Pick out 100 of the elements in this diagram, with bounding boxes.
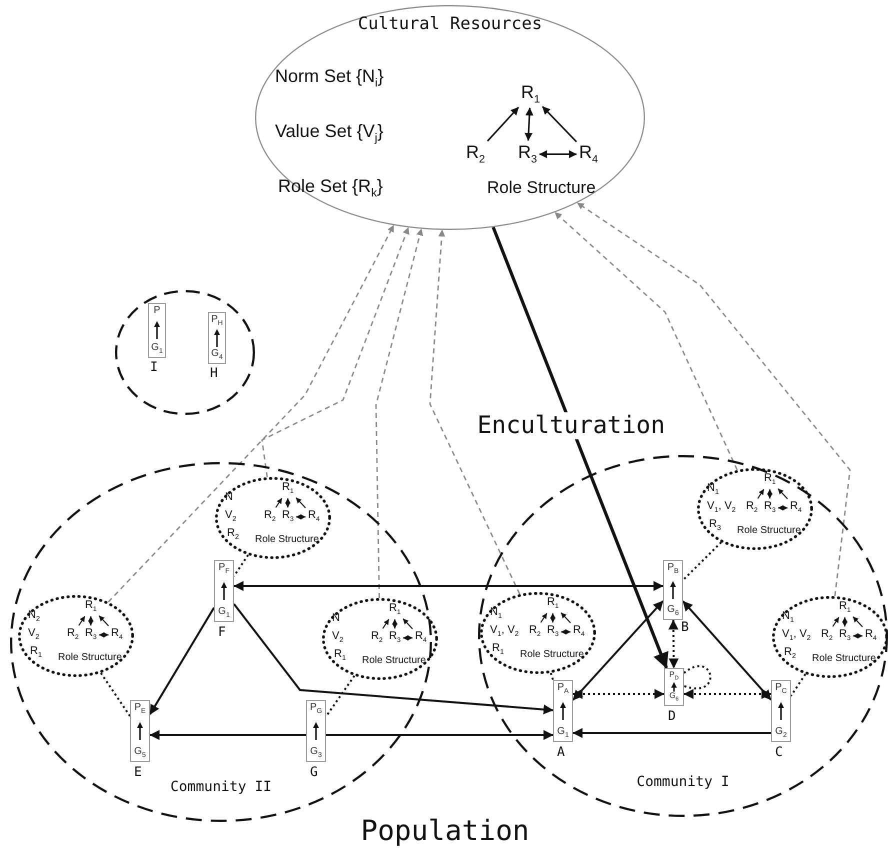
person-label: P$_{H}$ — [211, 315, 223, 327]
person-label: P$_{A}$ — [557, 683, 569, 695]
structure-label: Role Structure — [487, 179, 596, 198]
arrow — [539, 150, 577, 158]
goal-label: G$_{1}$ — [557, 727, 569, 739]
role-label: R$_{2}$ — [820, 628, 834, 644]
goal-label: G$_{2}$ — [775, 727, 787, 739]
arrow — [392, 619, 398, 629]
arrow — [524, 108, 534, 141]
dashed-arrow — [375, 228, 424, 598]
arrow — [560, 612, 571, 624]
arrow — [842, 617, 848, 627]
resource-ellipse — [255, 5, 645, 230]
role-label: R$_{4}$ — [572, 624, 586, 640]
dashed-arrow — [684, 689, 772, 699]
person-box — [214, 560, 234, 622]
arrow — [542, 106, 578, 142]
person-box — [148, 303, 166, 358]
arrow — [560, 629, 571, 635]
person-label: P$_{G}$ — [310, 703, 322, 715]
box-letter: A — [557, 746, 565, 759]
box-letter: H — [210, 367, 218, 380]
ellipse-title: Cultural Resources — [358, 15, 542, 34]
arrow — [832, 617, 840, 627]
dotted-connector — [233, 554, 249, 577]
role-label: R$_{3}$ — [838, 628, 852, 644]
set-label: V$_{2}$ — [332, 630, 344, 646]
arrow — [296, 514, 306, 520]
arrow — [572, 600, 664, 701]
role-label: R$_{4}$ — [578, 142, 600, 166]
dashed-arrow — [576, 202, 851, 596]
set-label: R$_{3}$ — [709, 518, 721, 534]
dashed-arrow — [554, 212, 738, 470]
goal-label: G$_{6}$ — [669, 692, 679, 703]
structure-label: Role Structure — [520, 649, 584, 660]
dotted-connector — [682, 542, 722, 581]
community-label: Community I — [636, 775, 730, 790]
set-label: V$_{1}$, V$_{2}$ — [782, 628, 811, 644]
arrow — [233, 603, 554, 714]
role-label: R$_{3}$ — [763, 500, 777, 516]
role-label: R$_{2}$ — [263, 509, 277, 525]
arrow — [88, 616, 94, 626]
person-box — [771, 680, 791, 742]
role-label: R$_{4}$ — [110, 627, 124, 643]
box-letter: D — [668, 710, 676, 723]
role-label: R$_{1}$ — [281, 481, 295, 497]
set-label: Value Set {V$_{j}$} — [275, 122, 384, 146]
community-ellipse — [478, 455, 888, 817]
role-label: R$_{2}$ — [66, 627, 80, 643]
person-label: P$_{D}$ — [669, 671, 679, 682]
role-bubble — [480, 592, 596, 674]
dashed-arrow — [668, 620, 679, 668]
structure-label: Role Structure — [362, 655, 426, 666]
arrow — [852, 633, 863, 639]
arrow — [682, 600, 772, 700]
structure-label: Role Structure — [812, 653, 876, 664]
dotted-connector — [790, 674, 806, 696]
structure-label: Role Structure — [737, 525, 801, 536]
dashed-arrow — [108, 224, 394, 602]
person-box — [664, 668, 684, 706]
person-label: P$_{C}$ — [775, 683, 787, 695]
role-bubble — [322, 598, 438, 680]
goal-label: G$_{1}$ — [151, 343, 163, 355]
arrow — [326, 730, 554, 740]
arrow — [492, 226, 668, 669]
arrow — [767, 489, 773, 499]
role-label: R$_{2}$ — [528, 624, 542, 640]
role-label: R$_{1}$ — [546, 596, 560, 612]
role-label: R$_{4}$ — [414, 630, 428, 646]
arrow — [296, 497, 306, 508]
dashed-arrow — [261, 227, 410, 478]
person-box — [663, 560, 683, 620]
loop-line — [683, 665, 712, 690]
goal-label: G$_{3}$ — [310, 747, 322, 759]
person-label: P$_{B}$ — [667, 563, 679, 575]
community-label: Community II — [170, 780, 272, 796]
group-ellipse — [115, 290, 255, 415]
role-label: R$_{3}$ — [388, 630, 402, 646]
role-bubble — [18, 595, 134, 677]
role-label: R$_{1}$ — [763, 472, 777, 488]
arrow — [572, 728, 771, 738]
box-letter: F — [218, 626, 226, 639]
arrow — [550, 613, 556, 623]
role-bubble — [697, 468, 813, 550]
role-label: R$_{2}$ — [745, 500, 759, 516]
set-label: Role Set {R$_{k}$} — [278, 177, 383, 200]
set-label: R$_{1}$ — [30, 645, 42, 660]
arrow — [285, 498, 291, 508]
role-label: R$_{1}$ — [838, 600, 852, 616]
role-label: R$_{3}$ — [546, 624, 560, 640]
goal-label: G$_{6}$ — [667, 605, 679, 617]
arrow — [402, 618, 413, 630]
arrow — [78, 616, 86, 626]
role-label: R$_{3}$ — [84, 627, 98, 643]
set-label: R$_{2}$ — [784, 646, 796, 662]
role-label: R$_{1}$ — [388, 602, 402, 618]
set-label: V$_{1}$, V$_{2}$ — [707, 500, 736, 516]
arrow — [275, 498, 282, 508]
arrow — [234, 581, 664, 591]
arrow — [852, 616, 863, 628]
